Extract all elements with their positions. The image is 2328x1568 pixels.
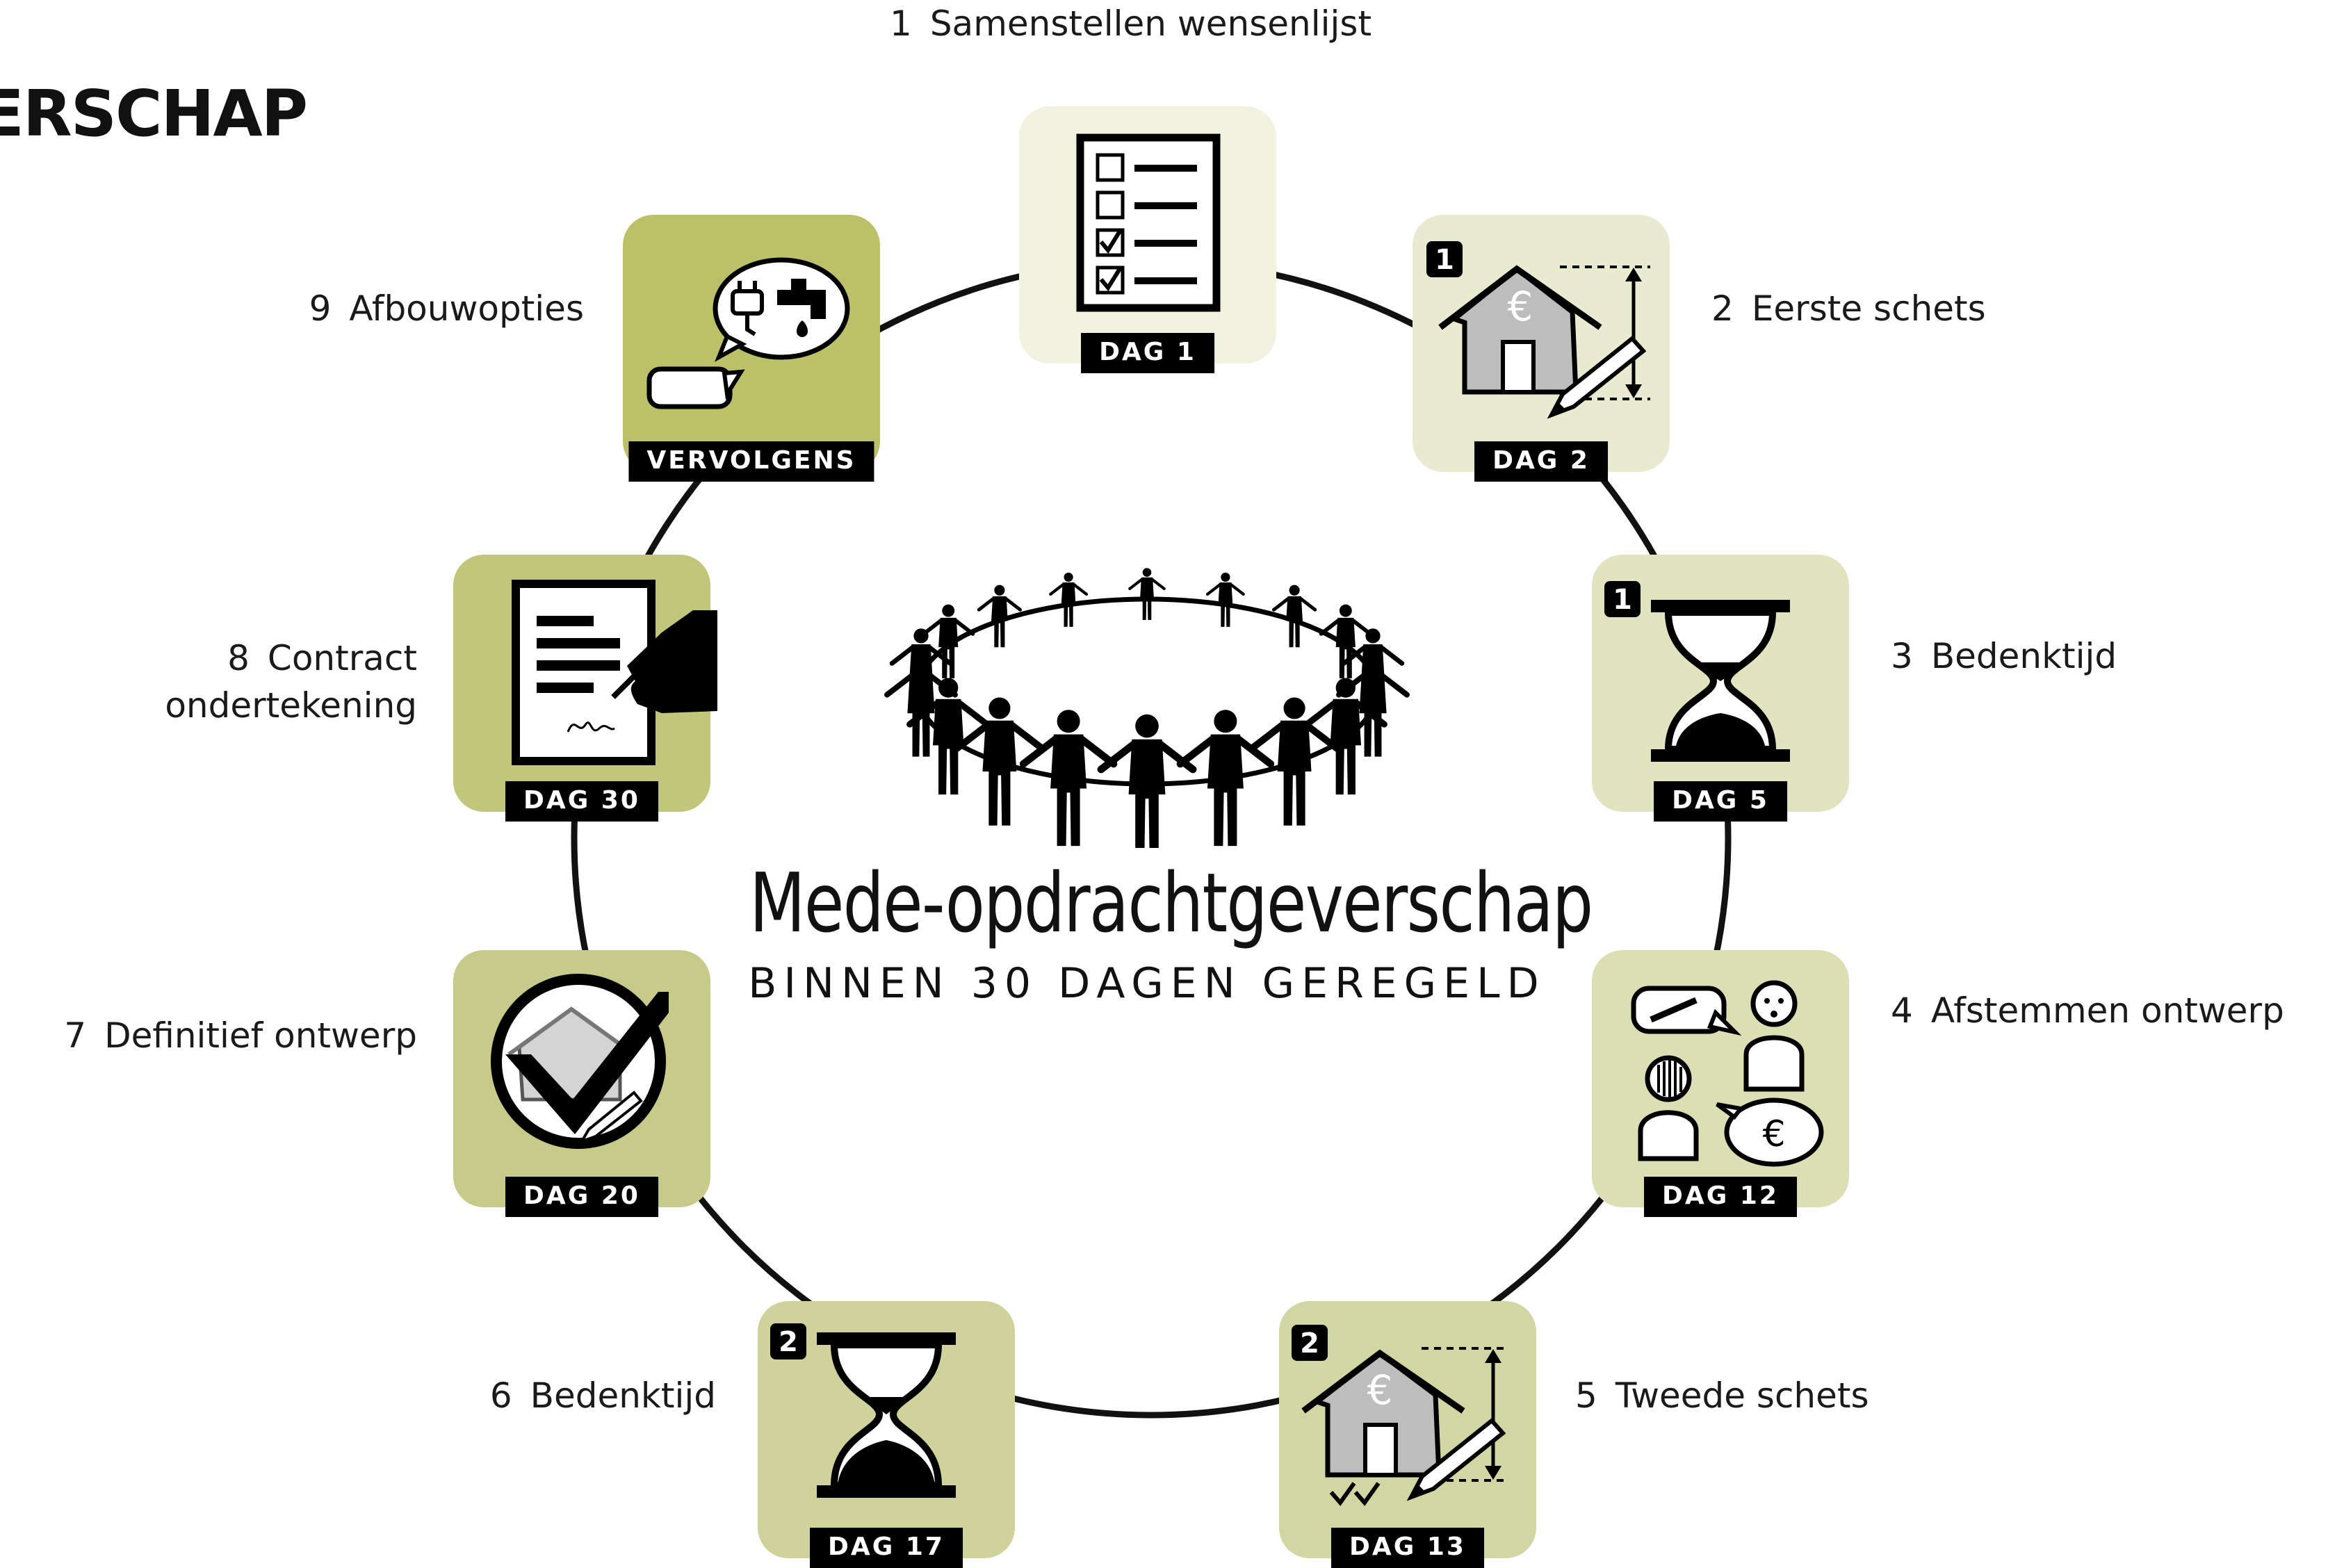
person-silhouette — [1248, 697, 1341, 826]
step-9-day-badge: VERVOLGENS — [628, 441, 874, 482]
svg-text:€: € — [1367, 1366, 1393, 1414]
step-8-card: DAG 30 — [453, 555, 717, 822]
step-9-card: VERVOLGENS — [623, 215, 880, 482]
person-silhouette — [1303, 678, 1387, 795]
person-silhouette — [906, 678, 991, 795]
step-4-card: € DAG 12 — [1592, 950, 1849, 1217]
step-7-card: DAG 20 — [453, 950, 710, 1217]
person-silhouette — [1019, 710, 1118, 847]
house-sketch-approved-icon: 2 € — [1292, 1325, 1508, 1506]
person-silhouette — [1128, 568, 1166, 620]
hourglass-icon: 1 — [1604, 581, 1790, 762]
step-6-card: 2 DAG 17 — [758, 1301, 1015, 1568]
step-4-day-badge: DAG 12 — [1644, 1177, 1797, 1217]
step-8-day-badge: DAG 30 — [505, 781, 658, 822]
people-circle-icon — [884, 568, 1410, 848]
person-silhouette — [977, 585, 1023, 648]
hourglass-icon: 2 — [770, 1323, 956, 1498]
person-silhouette — [1049, 572, 1089, 627]
step-3-card: 1 DAG 5 — [1592, 555, 1849, 822]
person-silhouette — [1097, 714, 1197, 848]
corner-title-fragment: ERSCHAP — [0, 76, 308, 151]
step-3-number-badge: 1 — [1613, 584, 1632, 616]
person-silhouette — [953, 697, 1045, 826]
step-5-number-badge: 2 — [1300, 1328, 1319, 1359]
utilities-options-icon — [646, 257, 850, 409]
step-2-number-badge: 1 — [1435, 244, 1454, 276]
person-silhouette — [1205, 572, 1245, 627]
diagram-title: Mede-opdrachtgeverschap — [749, 855, 1593, 951]
checklist-icon — [1076, 133, 1221, 312]
step-2-day-badge: DAG 2 — [1474, 441, 1608, 482]
step-3-day-badge: DAG 5 — [1654, 781, 1787, 822]
step-1-day-badge: DAG 1 — [1081, 333, 1214, 373]
person-silhouette — [922, 604, 975, 678]
euro-icon: € — [1762, 1113, 1785, 1155]
step-7-day-badge: DAG 20 — [505, 1177, 658, 1217]
step-5-card: 2 € DAG 13 — [1279, 1301, 1536, 1568]
approved-design-icon — [491, 974, 669, 1149]
person-silhouette — [1271, 585, 1317, 648]
step-2-card: 1 € DAG 2 — [1413, 215, 1670, 482]
contract-signing-icon — [512, 580, 717, 765]
step-5-day-badge: DAG 13 — [1331, 1528, 1484, 1568]
step-6-number-badge: 2 — [779, 1326, 798, 1358]
person-silhouette — [1176, 710, 1275, 847]
discussion-icon: € — [1631, 980, 1824, 1167]
step-6-day-badge: DAG 17 — [810, 1528, 963, 1568]
step-1-card: DAG 1 — [1019, 106, 1276, 373]
svg-text:€: € — [1508, 283, 1533, 330]
diagram-subtitle: BINNEN 30 DAGEN GEREGELD — [748, 959, 1546, 1008]
house-sketch-icon: 1 € — [1426, 241, 1650, 419]
